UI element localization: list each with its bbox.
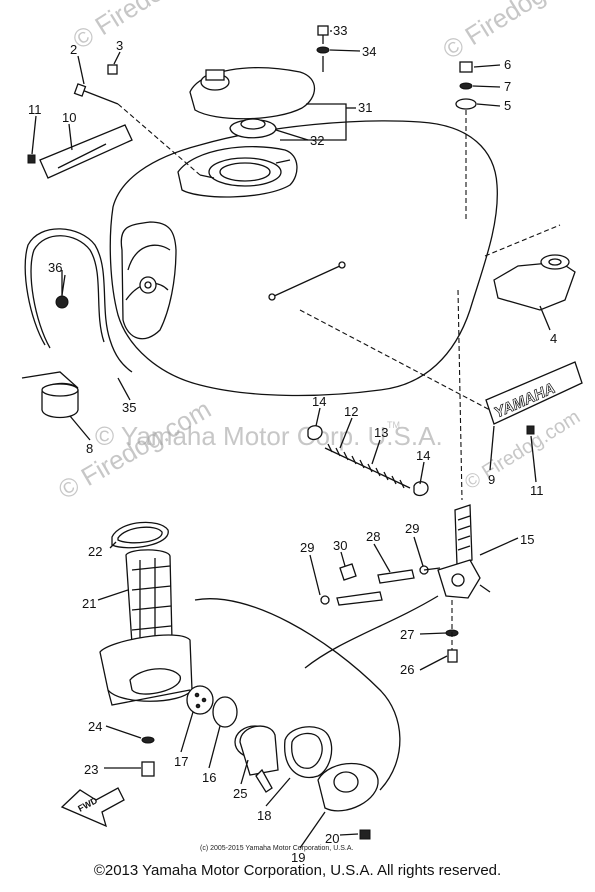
fuel-cock-15 xyxy=(437,504,491,599)
fuel-tank-outline xyxy=(109,120,498,397)
pipe-28b xyxy=(336,591,383,606)
callout-25: 25 xyxy=(233,786,247,801)
callout-20: 20 xyxy=(325,831,339,846)
watermark-yamaha: © Yamaha Motor Corp. U.S.A. xyxy=(95,421,443,451)
callout-18: 18 xyxy=(257,808,271,823)
clip-30 xyxy=(339,563,357,581)
callout-28: 28 xyxy=(366,529,380,544)
screw-20 xyxy=(359,829,371,840)
clamp-14-left xyxy=(307,425,323,441)
callout-17: 17 xyxy=(174,754,188,769)
callout-12: 12 xyxy=(344,404,358,419)
callout-29-right: 29 xyxy=(405,521,419,536)
callout-3: 3 xyxy=(116,38,123,53)
callout-16: 16 xyxy=(202,770,216,785)
gasket-22 xyxy=(111,521,169,549)
callout-30: 30 xyxy=(333,538,347,553)
oring-16 xyxy=(212,696,238,728)
callout-22: 22 xyxy=(88,544,102,559)
screw-6 xyxy=(459,61,473,73)
forward-arrow: FWD xyxy=(60,787,125,828)
small-copyright: (c) 2005-2015 Yamaha Motor Corporation, … xyxy=(200,845,353,852)
bolt-2 xyxy=(81,89,119,105)
callout-8: 8 xyxy=(86,441,93,456)
callout-33: 33 xyxy=(333,23,347,38)
bolt-23 xyxy=(141,761,155,777)
cap-screw-33 xyxy=(317,25,329,36)
grommet-5 xyxy=(455,98,477,110)
callout-23: 23 xyxy=(84,762,98,777)
lever-25 xyxy=(234,725,279,793)
callout-34: 34 xyxy=(362,44,376,59)
callouts: 2 3 11 10 33 34 31 32 6 7 5 36 4 35 8 14… xyxy=(28,23,557,865)
filler-neck-base xyxy=(177,146,298,198)
callout-11-lower: 11 xyxy=(530,483,544,498)
callout-10: 10 xyxy=(62,110,76,125)
washer-24 xyxy=(141,736,155,744)
watermark-firedog-top-left: © Firedog.com xyxy=(67,0,228,55)
pipe-28 xyxy=(377,569,415,584)
watermark-firedog-top-right: © Firedog.com xyxy=(437,0,595,65)
leader-lines xyxy=(31,30,551,849)
callout-6: 6 xyxy=(504,57,511,72)
fuel-strainer-21 xyxy=(125,549,173,645)
callout-9: 9 xyxy=(488,472,495,487)
callout-11-upper: 11 xyxy=(28,102,42,117)
clamp-14-right xyxy=(413,481,429,497)
callout-27: 27 xyxy=(400,627,414,642)
bracket-10 xyxy=(39,124,133,179)
filler-opening xyxy=(208,157,282,187)
bracket-4 xyxy=(493,261,576,311)
callout-24: 24 xyxy=(88,719,102,734)
callout-2: 2 xyxy=(70,42,77,57)
callout-32: 32 xyxy=(310,133,324,148)
callout-13: 13 xyxy=(374,425,388,440)
washer-7 xyxy=(459,82,473,90)
screw-11-lower xyxy=(526,425,535,435)
nut-3 xyxy=(107,64,118,75)
watermark-trademark: TM xyxy=(387,420,400,430)
callout-4: 4 xyxy=(550,331,557,346)
clip-29-left xyxy=(320,595,330,605)
callout-36: 36 xyxy=(48,260,62,275)
callout-15: 15 xyxy=(520,532,534,547)
damper-36 xyxy=(55,295,69,309)
bolt-26 xyxy=(447,649,458,663)
callout-26: 26 xyxy=(400,662,414,677)
tank-side-recess xyxy=(120,221,177,340)
disc-17 xyxy=(186,685,214,715)
callout-29-left: 29 xyxy=(300,540,314,555)
callout-14-right: 14 xyxy=(416,448,430,463)
callout-7: 7 xyxy=(504,79,511,94)
hose-35 xyxy=(24,228,133,373)
watermark-firedog-right: © Firedog.com xyxy=(461,406,584,494)
callout-5: 5 xyxy=(504,98,511,113)
bolt-11-upper xyxy=(27,154,36,164)
spring-12 xyxy=(324,443,411,489)
callout-35: 35 xyxy=(122,400,136,415)
callout-21: 21 xyxy=(82,596,96,611)
callout-31: 31 xyxy=(358,100,372,115)
callout-14-left: 14 xyxy=(312,394,326,409)
cap-washer-34 xyxy=(316,46,330,54)
callout-19: 19 xyxy=(291,850,305,865)
footer-copyright: ©2013 Yamaha Motor Corporation, U.S.A. A… xyxy=(93,862,502,879)
tank-mount-rod xyxy=(271,264,343,298)
